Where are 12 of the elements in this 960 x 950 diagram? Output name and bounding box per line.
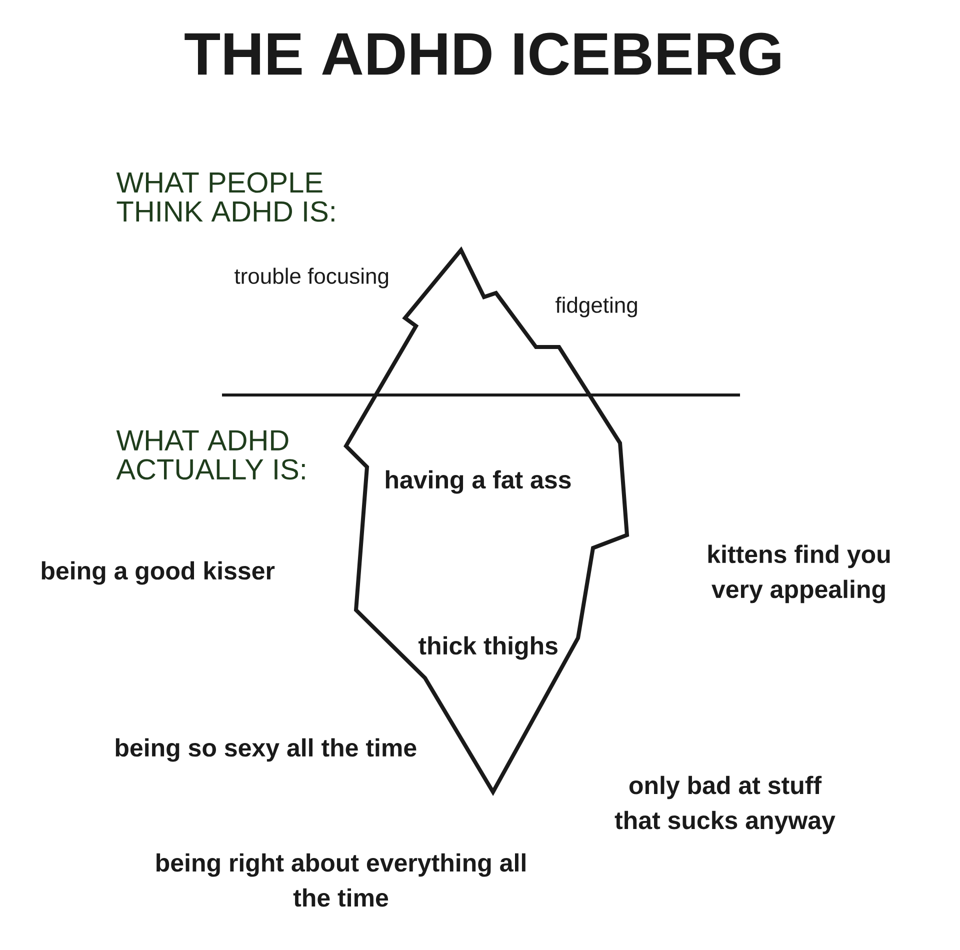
item-label: being a good kisser bbox=[42, 561, 275, 585]
item-label: trouble focusing bbox=[234, 268, 388, 288]
section-heading: WHAT PEOPLE THINK ADHD IS: bbox=[116, 172, 334, 222]
item-label: being right about everything all the time bbox=[156, 853, 526, 907]
section-heading: WHAT ADHD ACTUALLY IS: bbox=[116, 430, 305, 480]
item-label: being so sexy all the time bbox=[116, 738, 416, 762]
item-label: kittens find you very appealing bbox=[708, 544, 890, 604]
title: THE ADHD ICEBERG bbox=[184, 32, 780, 76]
item-label: thick thighs bbox=[418, 636, 558, 660]
item-label: having a fat ass bbox=[386, 470, 571, 494]
item-label: fidgeting bbox=[556, 296, 637, 318]
item-label: only bad at stuff that sucks anyway bbox=[614, 776, 836, 834]
